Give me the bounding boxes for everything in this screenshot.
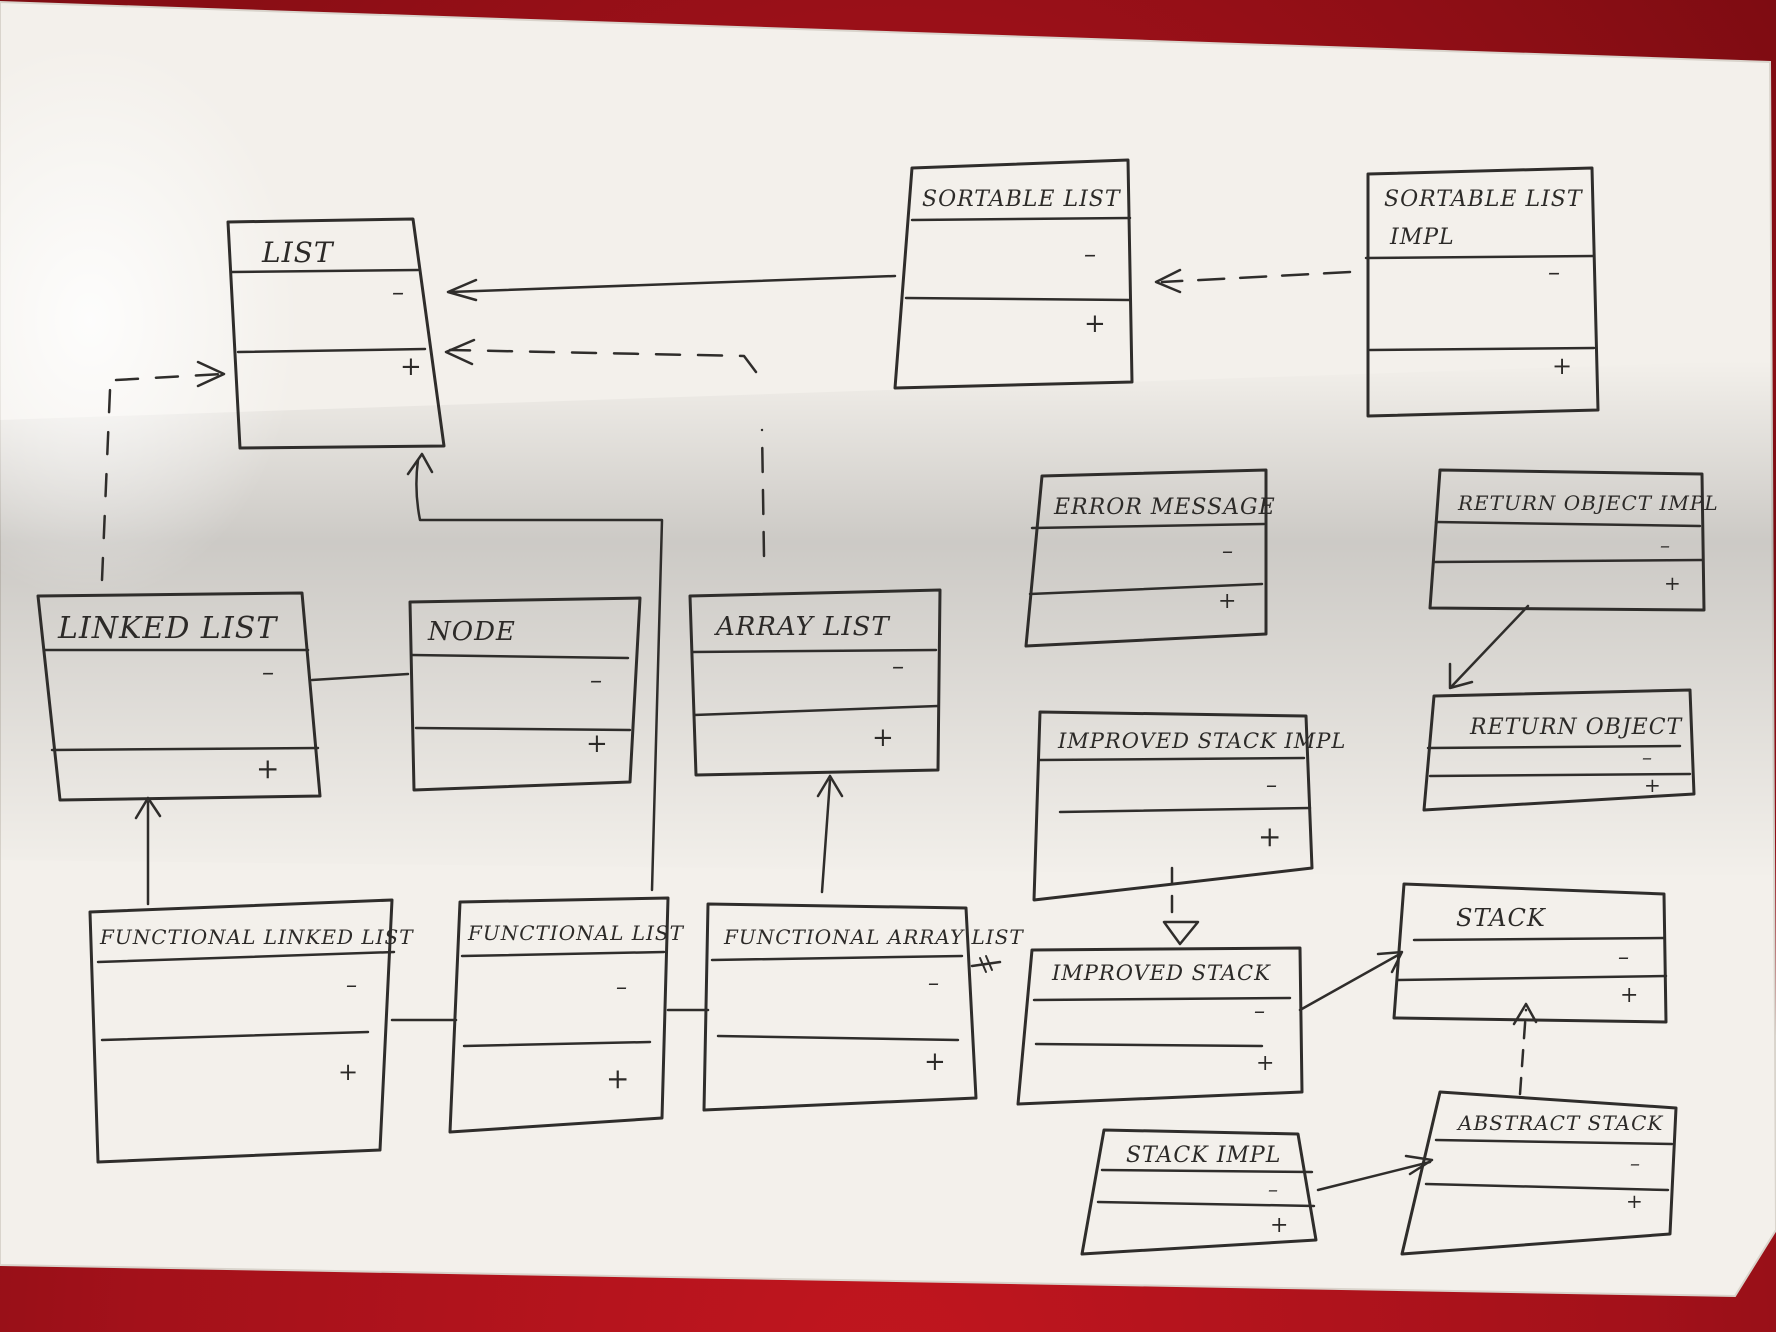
- public-marker: +: [400, 352, 423, 382]
- public-marker: +: [586, 729, 609, 759]
- class-name-sortable-list: SORTABLE LIST: [922, 187, 1122, 212]
- public-marker: +: [1084, 309, 1107, 339]
- class-name-functional-array-list: FUNCTIONAL ARRAY LIST: [723, 925, 1024, 949]
- public-marker: +: [1270, 1213, 1289, 1238]
- class-name-array-list: ARRAY LIST: [714, 612, 890, 642]
- class-box-abstract-stack: ABSTRACT STACK – +: [1400, 1090, 1678, 1256]
- class-box-functional-array-list: FUNCTIONAL ARRAY LIST – +: [702, 902, 1024, 1112]
- arrow-functional-linked-list-to-linked-list: [134, 796, 162, 906]
- class-name-improved-stack-impl: IMPROVED STACK IMPL: [1057, 729, 1346, 753]
- class-box-return-object: RETURN OBJECT – +: [1422, 688, 1696, 812]
- class-name-functional-linked-list: FUNCTIONAL LINKED LIST: [99, 925, 414, 949]
- arrow-functional-list-to-list: [406, 452, 664, 892]
- arrow-stack-impl-to-abstract-stack: [1316, 1154, 1434, 1192]
- class-box-improved-stack: IMPROVED STACK – +: [1016, 946, 1304, 1106]
- arrow-improved-stack-to-stack: [1298, 950, 1404, 1012]
- class-box-stack-impl: STACK IMPL – +: [1080, 1128, 1318, 1256]
- class-box-sortable-list-impl: SORTABLE LIST IMPL – +: [1364, 166, 1600, 418]
- class-name-sortable-list-impl-line2: IMPL: [1389, 225, 1455, 250]
- public-marker: +: [606, 1062, 630, 1095]
- class-name-node: NODE: [427, 617, 516, 647]
- arrow-sortable-list-to-list: [446, 274, 897, 302]
- public-marker: +: [1620, 983, 1639, 1008]
- class-box-linked-list: LINKED LIST – +: [36, 591, 322, 802]
- private-marker: –: [1642, 745, 1653, 769]
- private-marker: –: [1548, 258, 1561, 286]
- association-functional-array-list-improved-stack: [970, 955, 1002, 973]
- class-name-linked-list: LINKED LIST: [57, 611, 278, 646]
- arrow-array-list-to-list: [444, 338, 766, 558]
- association-linked-list-node: [310, 672, 410, 682]
- class-name-improved-stack: IMPROVED STACK: [1051, 961, 1271, 985]
- public-marker: +: [1664, 571, 1682, 595]
- class-box-node: NODE – +: [408, 596, 642, 792]
- class-name-functional-list: FUNCTIONAL LIST: [467, 921, 685, 945]
- public-marker: +: [1256, 1051, 1275, 1076]
- private-marker: –: [590, 666, 603, 694]
- arrow-return-object-impl-to-return-object: [1448, 604, 1530, 690]
- private-marker: –: [1266, 773, 1278, 798]
- public-marker: +: [338, 1058, 359, 1086]
- arrow-linked-list-to-list: [100, 360, 226, 582]
- private-marker: –: [1084, 240, 1097, 268]
- arrow-sortable-list-impl-to-sortable-list: [1154, 268, 1352, 294]
- class-box-functional-linked-list: FUNCTIONAL LINKED LIST – +: [88, 898, 414, 1164]
- class-name-list: LIST: [261, 236, 335, 269]
- private-marker: –: [1222, 539, 1234, 564]
- private-marker: –: [1268, 1177, 1279, 1201]
- class-box-improved-stack-impl: IMPROVED STACK IMPL – +: [1032, 710, 1346, 902]
- arrow-abstract-stack-to-stack: [1512, 1002, 1538, 1096]
- class-box-list: LIST – +: [226, 217, 446, 450]
- private-marker: –: [1618, 945, 1630, 970]
- public-marker: +: [1626, 1189, 1644, 1213]
- private-marker: –: [346, 973, 358, 998]
- private-marker: –: [1660, 533, 1671, 557]
- class-box-functional-list: FUNCTIONAL LIST – +: [448, 896, 685, 1134]
- class-name-sortable-list-impl: SORTABLE LIST: [1384, 187, 1584, 212]
- public-marker: +: [924, 1047, 947, 1077]
- class-name-abstract-stack: ABSTRACT STACK: [1456, 1111, 1663, 1135]
- public-marker: +: [1552, 352, 1573, 380]
- public-marker: +: [256, 752, 280, 785]
- class-name-return-object-impl: RETURN OBJECT IMPL: [1457, 491, 1719, 515]
- private-marker: –: [262, 658, 275, 686]
- class-name-stack-impl: STACK IMPL: [1126, 1143, 1281, 1168]
- class-name-stack: STACK: [1456, 904, 1547, 932]
- public-marker: +: [1258, 820, 1282, 853]
- class-name-return-object: RETURN OBJECT: [1469, 715, 1684, 740]
- class-box-error-message: ERROR MESSAGE – +: [1024, 468, 1276, 648]
- arrow-functional-array-list-to-array-list: [816, 774, 844, 894]
- paper-shadow: [0, 360, 1776, 880]
- public-marker: +: [1644, 773, 1662, 797]
- private-marker: –: [928, 971, 940, 996]
- public-marker: +: [872, 723, 895, 753]
- class-box-array-list: ARRAY LIST – +: [688, 588, 942, 777]
- class-box-stack: STACK – +: [1392, 882, 1668, 1024]
- class-name-error-message: ERROR MESSAGE: [1053, 495, 1276, 520]
- paper-glare: [0, 40, 300, 600]
- private-marker: –: [1630, 1151, 1641, 1175]
- class-box-sortable-list: SORTABLE LIST – +: [893, 158, 1134, 390]
- class-box-return-object-impl: RETURN OBJECT IMPL – +: [1428, 468, 1719, 612]
- private-marker: –: [392, 278, 405, 306]
- private-marker: –: [616, 975, 628, 1000]
- private-marker: –: [1254, 999, 1266, 1024]
- private-marker: –: [892, 652, 905, 680]
- arrow-improved-stack-impl-to-improved-stack: [1162, 866, 1200, 946]
- public-marker: +: [1218, 589, 1237, 614]
